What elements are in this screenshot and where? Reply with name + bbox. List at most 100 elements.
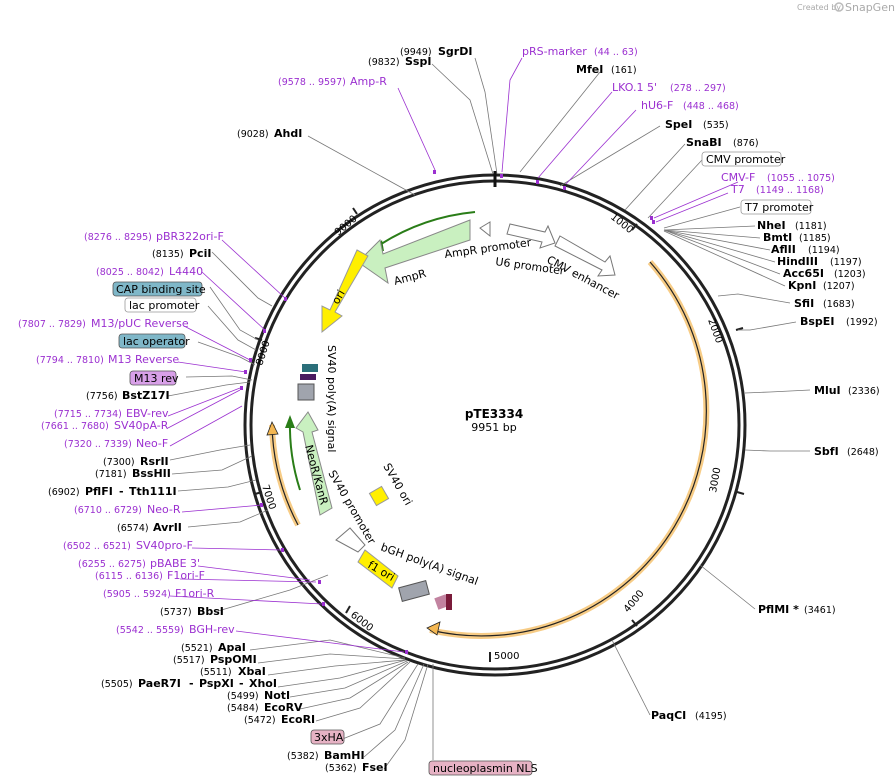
cmv-promoter-box[interactable] bbox=[701, 151, 782, 167]
site-name-pflfi[interactable]: PflFI bbox=[85, 485, 113, 498]
primer-range-prs-marker: (44 .. 63) bbox=[594, 47, 638, 58]
3xha-label: 3xHA bbox=[314, 731, 344, 744]
site-name-rsrii[interactable]: RsrII bbox=[140, 455, 169, 468]
lac-promoter-box[interactable] bbox=[124, 297, 197, 313]
3xha-box[interactable] bbox=[310, 729, 345, 745]
primer-leader-lines bbox=[167, 57, 739, 653]
primer-label-f1ori-r[interactable]: F1ori-R bbox=[175, 587, 215, 600]
primer-label-bgh-rev[interactable]: BGH-rev bbox=[189, 623, 235, 636]
created-by-credit: Created by bbox=[797, 3, 841, 12]
site-pos-rsrii: (7300) bbox=[103, 457, 135, 468]
site-name-fsei[interactable]: FseI bbox=[362, 761, 388, 774]
site-name-apai[interactable]: ApaI bbox=[218, 641, 246, 654]
site-name-sbfi[interactable]: SbfI bbox=[814, 445, 839, 458]
primer-label-ebv-rev[interactable]: EBV-rev bbox=[126, 407, 169, 420]
site-name-bmti[interactable]: BmtI bbox=[763, 231, 792, 244]
primer-label-cmv-f[interactable]: CMV-F bbox=[721, 171, 755, 184]
primer-range-m13rev: (7794 .. 7810) bbox=[36, 355, 104, 366]
bgh-polya-feature bbox=[398, 580, 430, 602]
site-name-ecori[interactable]: EcoRI bbox=[281, 713, 315, 726]
site-name-bsshii[interactable]: BssHII bbox=[132, 467, 171, 480]
site-pos-paqci: (4195) bbox=[695, 711, 727, 722]
cap-binding-site-box[interactable] bbox=[112, 281, 203, 297]
neor-arc-line bbox=[288, 419, 301, 491]
m13-rev-box[interactable] bbox=[129, 370, 177, 386]
sv40-polya-marker-purple bbox=[300, 374, 316, 380]
site-name-ecorv[interactable]: EcoRV bbox=[264, 701, 303, 714]
tick-mark-1000 bbox=[631, 223, 638, 231]
primer-range-hu6-f: (448 .. 468) bbox=[683, 101, 739, 112]
orf-arc-right-line bbox=[429, 261, 707, 637]
primer-label-lko1[interactable]: LKO.1 5' bbox=[612, 81, 657, 94]
ori-label: ori bbox=[329, 288, 347, 307]
primer-label-pbabe3[interactable]: pBABE 3' bbox=[150, 557, 200, 570]
primer-label-neo-r[interactable]: Neo-R bbox=[147, 503, 181, 516]
site-pos-apai: (5521) bbox=[181, 643, 213, 654]
site-name-bbsi[interactable]: BbsI bbox=[197, 605, 224, 618]
site-pos-bbsi: (5737) bbox=[160, 607, 192, 618]
site-name-mfei[interactable]: MfeI bbox=[576, 63, 603, 76]
primer-label-f1ori-f[interactable]: F1ori-F bbox=[167, 569, 205, 582]
site-name-nhei[interactable]: NheI bbox=[757, 219, 786, 232]
lac-operator-box[interactable] bbox=[118, 333, 186, 349]
tick-mark-8000 bbox=[254, 337, 263, 341]
primer-label-hu6-f[interactable]: hU6-F bbox=[641, 99, 673, 112]
site-pos-ecori: (5472) bbox=[244, 715, 276, 726]
site-name-acc65i[interactable]: Acc65I bbox=[783, 267, 824, 280]
site-name-bstz17i[interactable]: BstZ17I bbox=[122, 389, 170, 402]
nucleoplasmin-nls-label: nucleoplasmin NLS bbox=[433, 762, 538, 775]
site-name-hindiii[interactable]: HindIII bbox=[777, 255, 818, 268]
site-name-pspomi[interactable]: PspOMI bbox=[210, 653, 257, 666]
3xha-feature-marker bbox=[446, 594, 452, 610]
primer-label-m13puc[interactable]: M13/pUC Reverse bbox=[91, 317, 189, 330]
site-name-noti[interactable]: NotI bbox=[264, 689, 290, 702]
site-name-snabi[interactable]: SnaBI bbox=[686, 136, 722, 149]
site-pos-hindiii: (1197) bbox=[830, 257, 862, 268]
primer-label-sv40pro-f[interactable]: SV40pro-F bbox=[136, 539, 193, 552]
nucleoplasmin-nls-box[interactable] bbox=[428, 760, 533, 776]
site-name-pcii[interactable]: PciI bbox=[189, 247, 211, 260]
site-pos-noti: (5499) bbox=[227, 691, 259, 702]
site-name-sfii[interactable]: SfiI bbox=[794, 297, 814, 310]
primer-label-prs-marker[interactable]: pRS-marker bbox=[522, 45, 587, 58]
primer-label-neo-f[interactable]: Neo-F bbox=[136, 437, 168, 450]
site-name-bspei[interactable]: BspEI bbox=[800, 315, 834, 328]
site-name-avrii[interactable]: AvrII bbox=[153, 521, 182, 534]
site-name-bamhi[interactable]: BamHI bbox=[324, 749, 365, 762]
cmv-enhancer-feature bbox=[554, 235, 616, 277]
site-pos-pspomi: (5517) bbox=[173, 655, 205, 666]
primer-label-l4440[interactable]: L4440 bbox=[169, 265, 203, 278]
site-pos-mfei: (161) bbox=[611, 65, 637, 76]
site-name-sspi[interactable]: SspI bbox=[405, 55, 431, 68]
primer-label-sv40pa-r[interactable]: SV40pA-R bbox=[114, 419, 169, 432]
primer-label-t7[interactable]: T7 bbox=[730, 183, 745, 196]
sv40-polya-label: SV40 poly(A) signal bbox=[325, 345, 338, 452]
site-name-pflmi[interactable]: PflMI * bbox=[758, 603, 799, 616]
site-name-xhoi[interactable]: XhoI bbox=[249, 677, 277, 690]
site-pos-sbfi: (2648) bbox=[847, 447, 879, 458]
site-name-spei[interactable]: SpeI bbox=[665, 118, 692, 131]
plasmid-length: 9951 bp bbox=[471, 421, 516, 434]
cap-binding-site-label: CAP binding site bbox=[116, 283, 206, 296]
snapgene-logo-icon bbox=[834, 2, 844, 12]
site-name-tth111i[interactable]: Tth111I bbox=[129, 485, 177, 498]
primer-label-m13rev[interactable]: M13 Reverse bbox=[108, 353, 179, 366]
site-pos-ahdi: (9028) bbox=[237, 129, 269, 140]
site-name-sgrdi[interactable]: SgrDI bbox=[438, 45, 472, 58]
site-name-kpni[interactable]: KpnI bbox=[788, 279, 816, 292]
primer-label-amp-r[interactable]: Amp-R bbox=[350, 75, 387, 88]
site-name-pspxi[interactable]: PspXI bbox=[199, 677, 234, 690]
site-separator-paer7i-1: - bbox=[189, 677, 194, 690]
site-name-xbai[interactable]: XbaI bbox=[238, 665, 266, 678]
primer-label-pbr322ori-f[interactable]: pBR322ori-F bbox=[156, 230, 224, 243]
site-name-mlui[interactable]: MluI bbox=[814, 384, 841, 397]
site-name-ahdi[interactable]: AhdI bbox=[274, 127, 302, 140]
site-pos-xbai: (5511) bbox=[200, 667, 232, 678]
t7-promoter-box[interactable] bbox=[740, 199, 812, 215]
primer-range-pbr322ori-f: (8276 .. 8295) bbox=[84, 232, 152, 243]
site-name-aflii[interactable]: AflII bbox=[771, 243, 796, 256]
site-name-paer7i[interactable]: PaeR7I bbox=[138, 677, 181, 690]
lac-operator-label: lac operator bbox=[123, 335, 190, 348]
site-pos-pcii: (8135) bbox=[152, 249, 184, 260]
site-name-paqci[interactable]: PaqCI bbox=[651, 709, 686, 722]
